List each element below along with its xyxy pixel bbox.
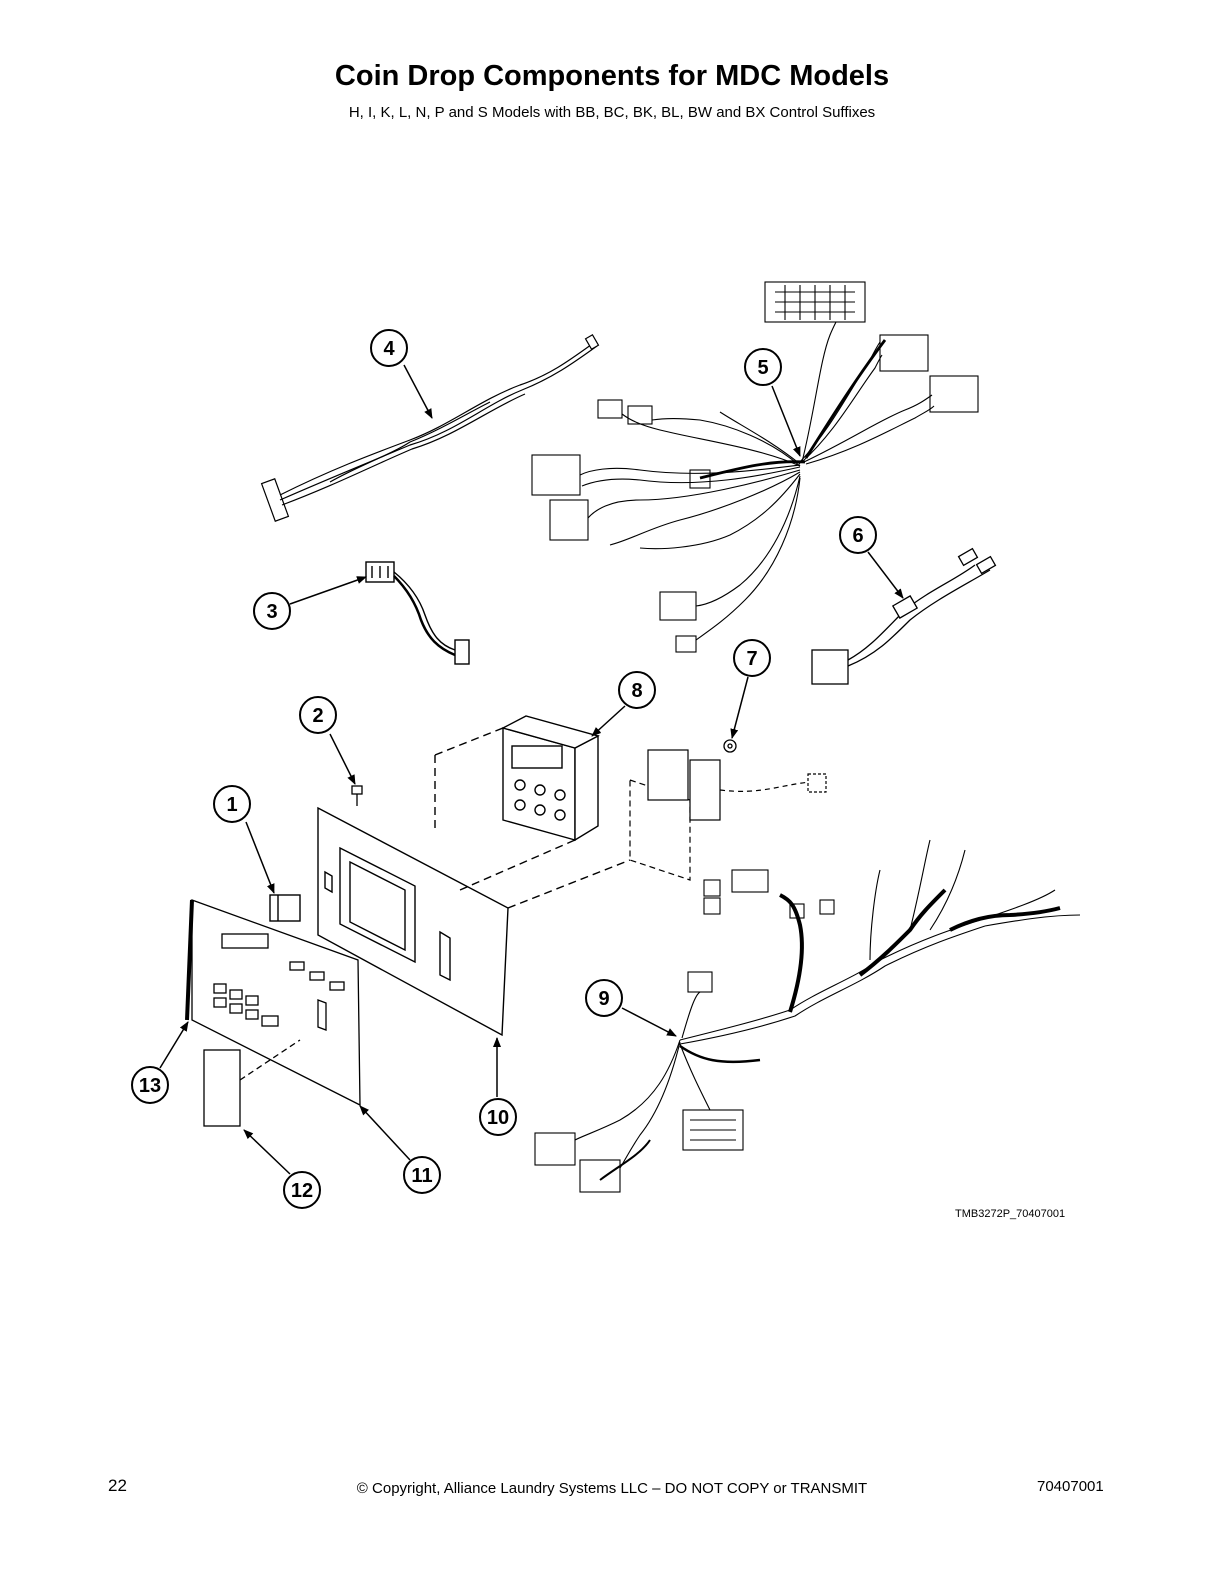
- callout-label-6: 6: [852, 525, 863, 547]
- switch-1: [269, 894, 301, 922]
- page-title: Coin Drop Components for MDC Models: [334, 60, 890, 92]
- callout-balloon-7: [733, 639, 771, 677]
- wiring-harness-9: [534, 839, 1081, 1193]
- callout-label-1: 1: [226, 794, 237, 816]
- callout-label-5: 5: [757, 357, 768, 379]
- callout-label-7: 7: [746, 648, 757, 670]
- mounting-bracket: [629, 749, 827, 881]
- harness-6: [811, 547, 997, 685]
- page-number: 22: [108, 1476, 127, 1495]
- page-subtitle: H, I, K, L, N, P and S Models with BB, B…: [348, 104, 876, 121]
- callout-leader-9: [621, 1007, 677, 1037]
- callout-balloon-10: [479, 1098, 517, 1136]
- callout-balloon-11: [403, 1156, 441, 1194]
- callout-label-12: 12: [291, 1180, 313, 1202]
- document-number: 70407001: [1037, 1478, 1104, 1495]
- callout-leader-4: [403, 364, 433, 419]
- main-wiring-harness-5: [531, 281, 979, 653]
- mounting-plate-10: [317, 727, 631, 1037]
- callout-label-9: 9: [598, 988, 609, 1010]
- callout-label-3: 3: [266, 601, 277, 623]
- callout-balloon-5: [744, 348, 782, 386]
- figure-id: TMB3272P_70407001: [955, 1208, 1066, 1220]
- callout-label-8: 8: [631, 680, 642, 702]
- callout-leader-3: [289, 576, 367, 605]
- callout-label-4: 4: [383, 338, 395, 360]
- callout-label-10: 10: [487, 1107, 509, 1129]
- callout-balloon-3: [253, 592, 291, 630]
- callout-leader-13: [159, 1021, 189, 1069]
- callout-leader-7: [730, 676, 749, 739]
- callout-leader-5: [771, 385, 801, 457]
- harness-3: [365, 561, 470, 665]
- callout-leader-2: [329, 733, 356, 785]
- control-board-8: [501, 715, 600, 842]
- callout-leader-8: [591, 705, 626, 737]
- callout-balloon-8: [618, 671, 656, 709]
- callout-balloon-1: [213, 785, 251, 823]
- copyright-notice: © Copyright, Alliance Laundry Systems LL…: [356, 1480, 868, 1497]
- callout-balloon-4: [370, 329, 408, 367]
- single-wire-harness: [260, 333, 600, 522]
- label-12: [203, 1039, 301, 1127]
- callout-balloon-2: [299, 696, 337, 734]
- screw-2: [351, 785, 363, 806]
- callout-leader-12: [243, 1129, 291, 1175]
- callout-balloon-9: [585, 979, 623, 1017]
- callout-label-2: 2: [312, 705, 323, 727]
- callout-label-13: 13: [139, 1075, 161, 1097]
- screw-7: [723, 739, 737, 753]
- callout-balloon-12: [283, 1171, 321, 1209]
- callout-balloon-6: [839, 516, 877, 554]
- callout-leader-6: [867, 551, 904, 599]
- callout-label-11: 11: [411, 1165, 432, 1187]
- callout-leader-1: [245, 821, 275, 894]
- control-panel-11: [185, 899, 361, 1107]
- callout-leader-11: [359, 1105, 411, 1161]
- callout-balloon-13: [131, 1066, 169, 1104]
